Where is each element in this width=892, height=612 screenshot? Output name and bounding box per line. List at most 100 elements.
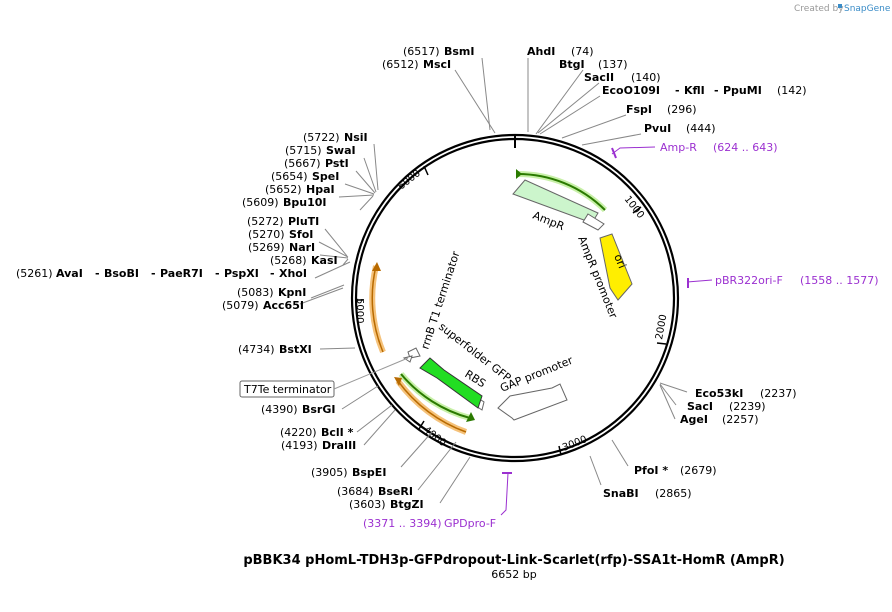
site-swaI-name[interactable]: SwaI (326, 144, 356, 157)
tick-1000: 1000 (622, 194, 646, 221)
site-sfoI-pos: (5270) (248, 228, 285, 241)
gap-promoter-feature[interactable] (497, 383, 568, 421)
site-ava-sep2: - (151, 267, 156, 280)
site-pluTI-pos: (5272) (247, 215, 284, 228)
site-ppuMI-name[interactable]: PpuMI (723, 84, 762, 97)
superfolder-gfp-feature[interactable] (419, 357, 483, 409)
site-kpnI-pos: (5083) (237, 286, 274, 299)
site-mscI-name[interactable]: MscI (423, 58, 451, 71)
tick-2000: 2000 (654, 314, 669, 341)
site-draIII-name[interactable]: DraIII (322, 439, 356, 452)
site-btgI-pos: (137) (598, 58, 628, 71)
site-pstI-pos: (5667) (284, 157, 321, 170)
ampR-label: AmpR (531, 209, 567, 233)
site-btgZI-pos: (3603) (349, 498, 386, 511)
site-sacII-name[interactable]: SacII (584, 71, 614, 84)
site-btgI-name[interactable]: BtgI (559, 58, 585, 71)
ampR-orf-line (515, 172, 606, 211)
site-sacII-pos: (140) (631, 71, 661, 84)
site-bsrGI-name[interactable]: BsrGI (302, 403, 335, 416)
site-bclI-name[interactable]: BclI * (321, 426, 354, 439)
snapgene-logo-icon (838, 4, 842, 8)
site-bsrGI-pos: (4390) (261, 403, 298, 416)
site-sfoI-name[interactable]: SfoI (289, 228, 313, 241)
site-acc65I-name[interactable]: Acc65I (263, 299, 304, 312)
primer-ampR-range: (624 .. 643) (713, 141, 778, 154)
site-speI-name[interactable]: SpeI (312, 170, 339, 183)
site-acc65I-pos: (5079) (222, 299, 259, 312)
tick-6000-mark (423, 165, 429, 176)
tick-5000: 5000 (354, 298, 365, 323)
ori-label: ori (611, 252, 628, 270)
gfp-orange-line (397, 380, 467, 433)
site-leader-lines (299, 57, 688, 504)
site-bspEI-name[interactable]: BspEI (352, 466, 386, 479)
site-narI-name[interactable]: NarI (289, 241, 315, 254)
site-bstXI-name[interactable]: BstXI (279, 343, 312, 356)
site-bseRI-pos: (3684) (337, 485, 374, 498)
site-pvuI-name[interactable]: PvuI (644, 122, 671, 135)
site-xhoI-name[interactable]: XhoI (279, 267, 307, 280)
site-bsmI-pos: (6517) (403, 45, 440, 58)
site-sacI-name[interactable]: SacI (687, 400, 713, 413)
tick-6000: 6000 (396, 168, 423, 192)
tick-3000-mark (558, 445, 562, 456)
site-nsiI-name[interactable]: NsiI (344, 131, 368, 144)
site-bsoBI-name[interactable]: BsoBI (104, 267, 139, 280)
ampR-promoter-feature[interactable] (582, 213, 605, 231)
site-avaI-name[interactable]: AvaI (56, 267, 83, 280)
site-ahdI-pos: (74) (571, 45, 594, 58)
site-bspEI-pos: (3905) (311, 466, 348, 479)
scarlet-orange-line (371, 265, 384, 353)
site-bsmI-name[interactable]: BsmI (444, 45, 475, 58)
site-paeR7I-name[interactable]: PaeR7I (160, 267, 203, 280)
site-eco-pos: (142) (777, 84, 807, 97)
site-bclI-pos: (4220) (280, 426, 317, 439)
site-bpu10I-name[interactable]: Bpu10I (283, 196, 327, 209)
site-ahdI-name[interactable]: AhdI (527, 45, 555, 58)
site-snaBI-name[interactable]: SnaBI (603, 487, 639, 500)
primer-ampR-name[interactable]: Amp-R (660, 141, 697, 154)
site-ava-pos: (5261) (16, 267, 53, 280)
site-sacI-pos: (2239) (729, 400, 766, 413)
site-narI-pos: (5269) (248, 241, 285, 254)
site-eco53kI-name[interactable]: Eco53kI (695, 387, 743, 400)
t7te-terminator-feature[interactable] (402, 355, 413, 363)
tick-2000-mark (656, 342, 667, 345)
plasmid-title: pBBK34 pHomL-TDH3p-GFPdropout-Link-Scarl… (243, 553, 784, 568)
site-fspI-pos: (296) (667, 103, 697, 116)
site-hpaI-pos: (5652) (265, 183, 302, 196)
primer-gpd-name[interactable]: GPDpro-F (444, 517, 496, 530)
site-pstI-name[interactable]: PstI (325, 157, 349, 170)
site-kasI-pos: (5268) (270, 254, 307, 267)
tick-3000: 3000 (561, 434, 589, 454)
site-pluTI-name[interactable]: PluTI (288, 215, 319, 228)
site-bpu10I-pos: (5609) (242, 196, 279, 209)
site-swaI-pos: (5715) (285, 144, 322, 157)
tick-1000-mark (632, 206, 642, 214)
rrnB-terminator-feature[interactable] (407, 347, 421, 359)
site-hpaI-name[interactable]: HpaI (306, 183, 335, 196)
site-bseRI-name[interactable]: BseRI (378, 485, 413, 498)
site-pfoI-name[interactable]: PfoI * (634, 464, 668, 477)
credit-brand[interactable]: SnapGene (844, 4, 891, 14)
site-nsiI-pos: (5722) (303, 131, 340, 144)
site-kasI-name[interactable]: KasI (311, 254, 338, 267)
site-pspXI-name[interactable]: PspXI (224, 267, 259, 280)
primer-pbr-range: (1558 .. 1577) (800, 274, 879, 287)
tick-4000: 4000 (421, 425, 448, 449)
site-ageI-name[interactable]: AgeI (680, 413, 708, 426)
credit-prefix: Created by (794, 4, 844, 14)
site-eco-sep2: - (714, 84, 719, 97)
site-kflI-name[interactable]: KflI (684, 84, 705, 97)
site-pfoI-pos: (2679) (680, 464, 717, 477)
primer-pbr-name[interactable]: pBR322ori-F (715, 274, 783, 287)
primer-ampR-arrow-icon (611, 147, 617, 159)
site-kpnI-name[interactable]: KpnI (278, 286, 306, 299)
site-btgZI-name[interactable]: BtgZI (390, 498, 424, 511)
t7te-terminator-callout[interactable]: T7Te terminator (243, 383, 332, 396)
site-ecoO109I-name[interactable]: EcoO109I (602, 84, 660, 97)
site-fspI-name[interactable]: FspI (626, 103, 652, 116)
site-pvuI-pos: (444) (686, 122, 716, 135)
ori-feature[interactable] (599, 233, 633, 301)
